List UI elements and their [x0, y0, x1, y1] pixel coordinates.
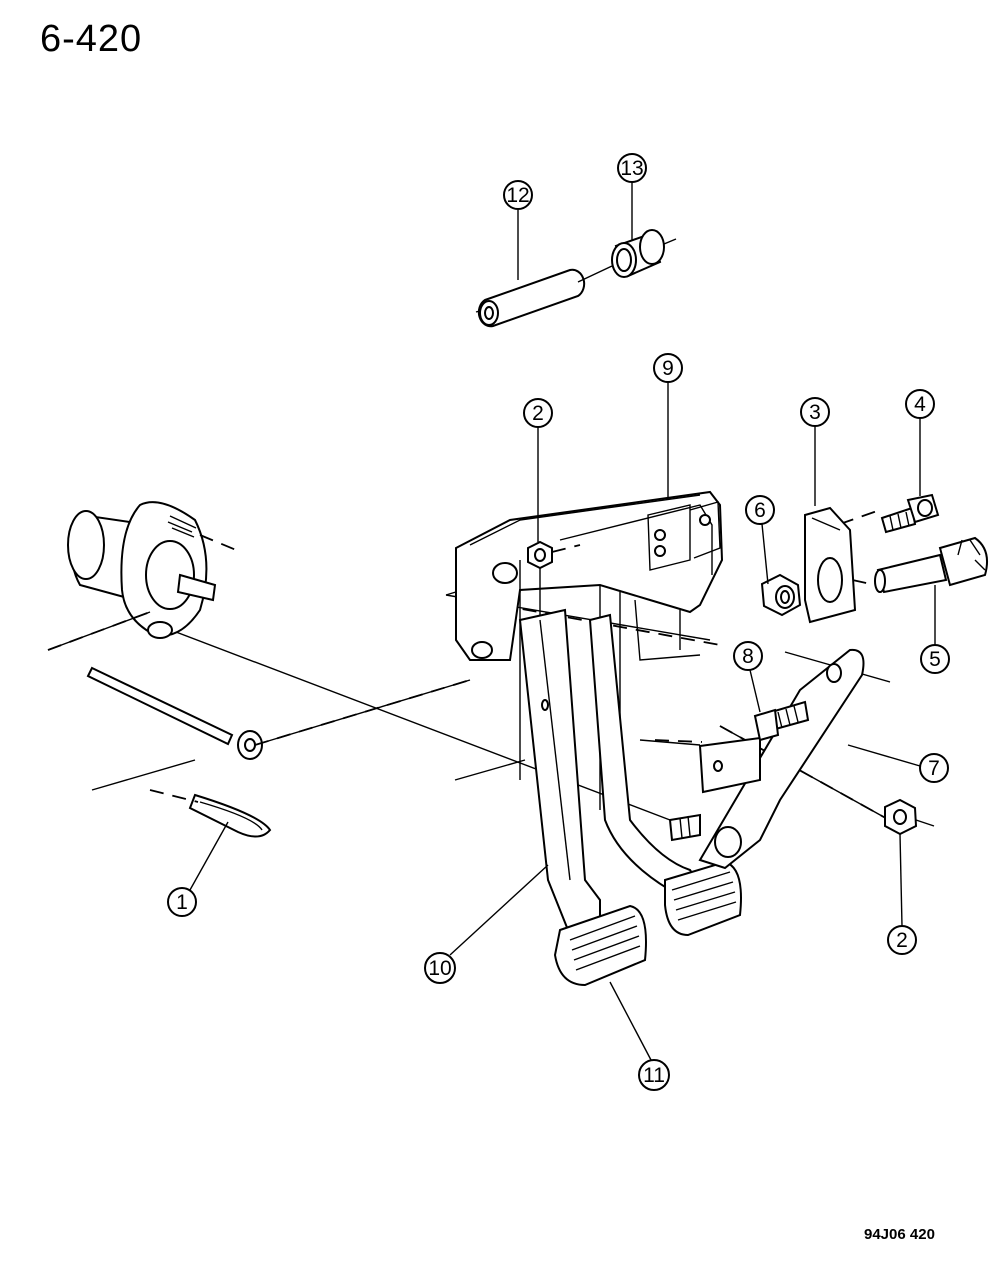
part-7-switch-bracket	[639, 648, 865, 870]
push-rod	[86, 666, 263, 760]
callout-13: 13	[617, 153, 647, 240]
callout-12-label: 12	[506, 184, 529, 207]
part-12-pivot-sleeve	[475, 268, 586, 328]
part-6-clip-nut	[760, 573, 802, 617]
callout-11: 11	[609, 981, 670, 1091]
callout-2-upper-label: 2	[532, 402, 544, 425]
callout-10: 10	[424, 864, 549, 984]
clutch-master-cylinder	[67, 501, 237, 639]
callout-2-lower: 2	[887, 833, 917, 955]
part-13-bushing	[577, 229, 677, 283]
bolt-lower	[668, 813, 701, 842]
part-2-nut-lower	[884, 798, 935, 836]
part-9-pedal-support-bracket	[455, 490, 724, 810]
callout-13-label: 13	[620, 157, 643, 180]
callout-3-label: 3	[809, 401, 821, 424]
part-4-screw	[880, 493, 940, 534]
callout-11-label: 11	[643, 1064, 665, 1087]
callout-12: 12	[503, 180, 533, 280]
callout-1: 1	[167, 821, 229, 917]
callout-10-label: 10	[428, 957, 451, 980]
callout-9: 9	[653, 353, 683, 500]
callout-8: 8	[733, 641, 763, 713]
callout-6-label: 6	[754, 499, 766, 522]
part-8-bolt	[753, 700, 810, 742]
callout-7: 7	[847, 744, 949, 783]
part-2-nut-upper	[527, 540, 581, 570]
callout-2-upper: 2	[523, 398, 553, 542]
callout-6: 6	[745, 495, 775, 585]
callout-4: 4	[905, 389, 935, 496]
callout-8-label: 8	[742, 645, 754, 668]
part-3-switch-bracket	[804, 506, 857, 624]
callout-1-label: 1	[176, 891, 188, 914]
part-10-clutch-pedal-arm	[518, 608, 647, 987]
callout-5: 5	[920, 585, 950, 674]
page-number: 6-420	[40, 18, 143, 60]
callout-4-label: 4	[914, 393, 926, 416]
figure-code: 94J06 420	[864, 1226, 935, 1243]
callout-7-label: 7	[928, 757, 940, 780]
brake-pedal-arm	[588, 613, 742, 937]
part-1-retaining-clip	[188, 793, 272, 838]
callout-2-lower-label: 2	[896, 929, 908, 952]
callout-3: 3	[800, 397, 830, 506]
callout-9-label: 9	[662, 357, 674, 380]
callout-5-label: 5	[929, 648, 941, 671]
part-5-stoplamp-switch	[874, 536, 988, 594]
